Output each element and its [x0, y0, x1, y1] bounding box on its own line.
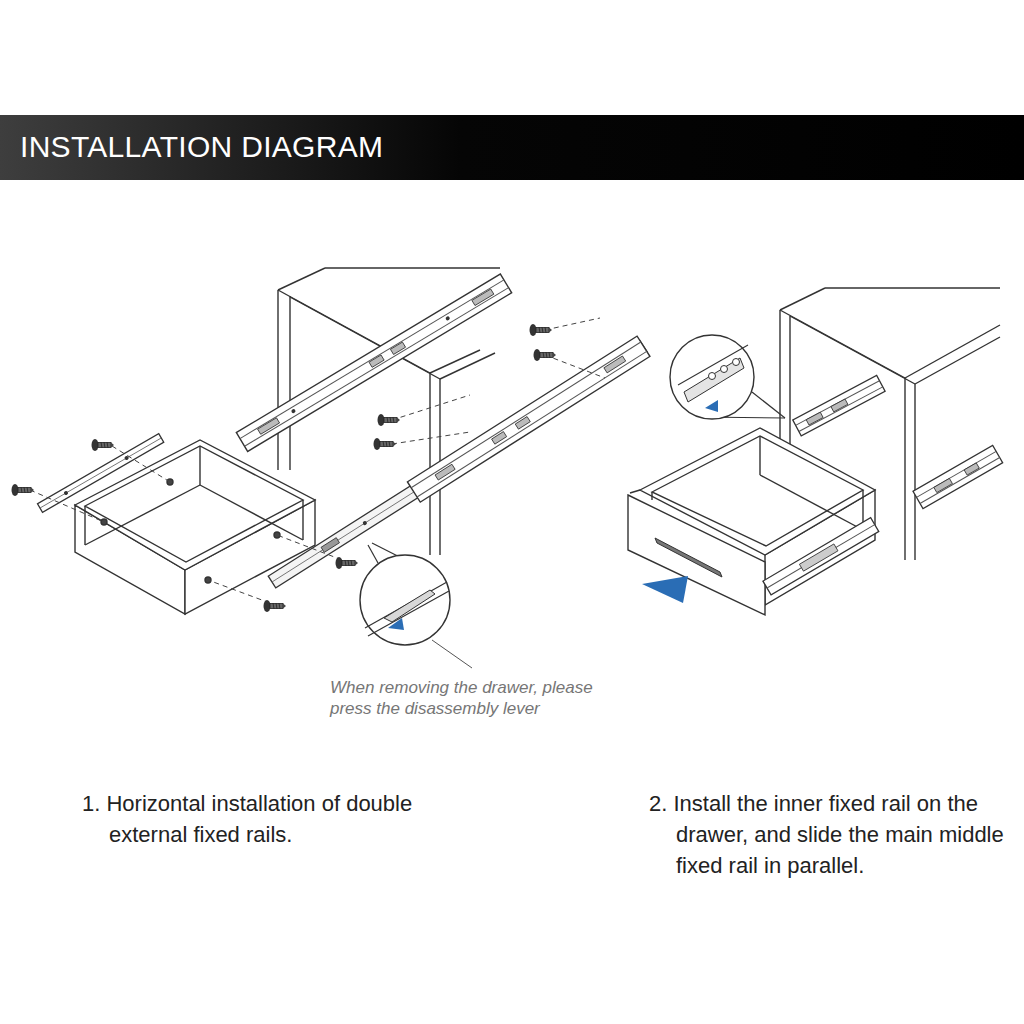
detail-magnifier-right [670, 335, 785, 419]
lever-detail-magnifier [360, 543, 472, 668]
header-bar [0, 115, 1024, 180]
outer-rail-back [236, 274, 511, 451]
rail-right-back [793, 375, 885, 435]
drawer-box-right [628, 428, 875, 615]
screws [12, 324, 557, 612]
rail-right-front [913, 445, 1003, 508]
fixing-lines [30, 318, 605, 606]
push-arrow [642, 576, 688, 603]
rail-right-drawer [763, 518, 879, 595]
step-instruction: 1. Horizontal installation of double ext… [82, 788, 449, 850]
removal-note: When removing the drawer, please press t… [330, 677, 630, 719]
header-title: INSTALLATION DIAGRAM [20, 129, 383, 165]
outer-rail-front [266, 336, 650, 592]
inner-rail [38, 434, 164, 513]
step-instruction: 2. Install the inner fixed rail on the d… [649, 788, 1016, 881]
